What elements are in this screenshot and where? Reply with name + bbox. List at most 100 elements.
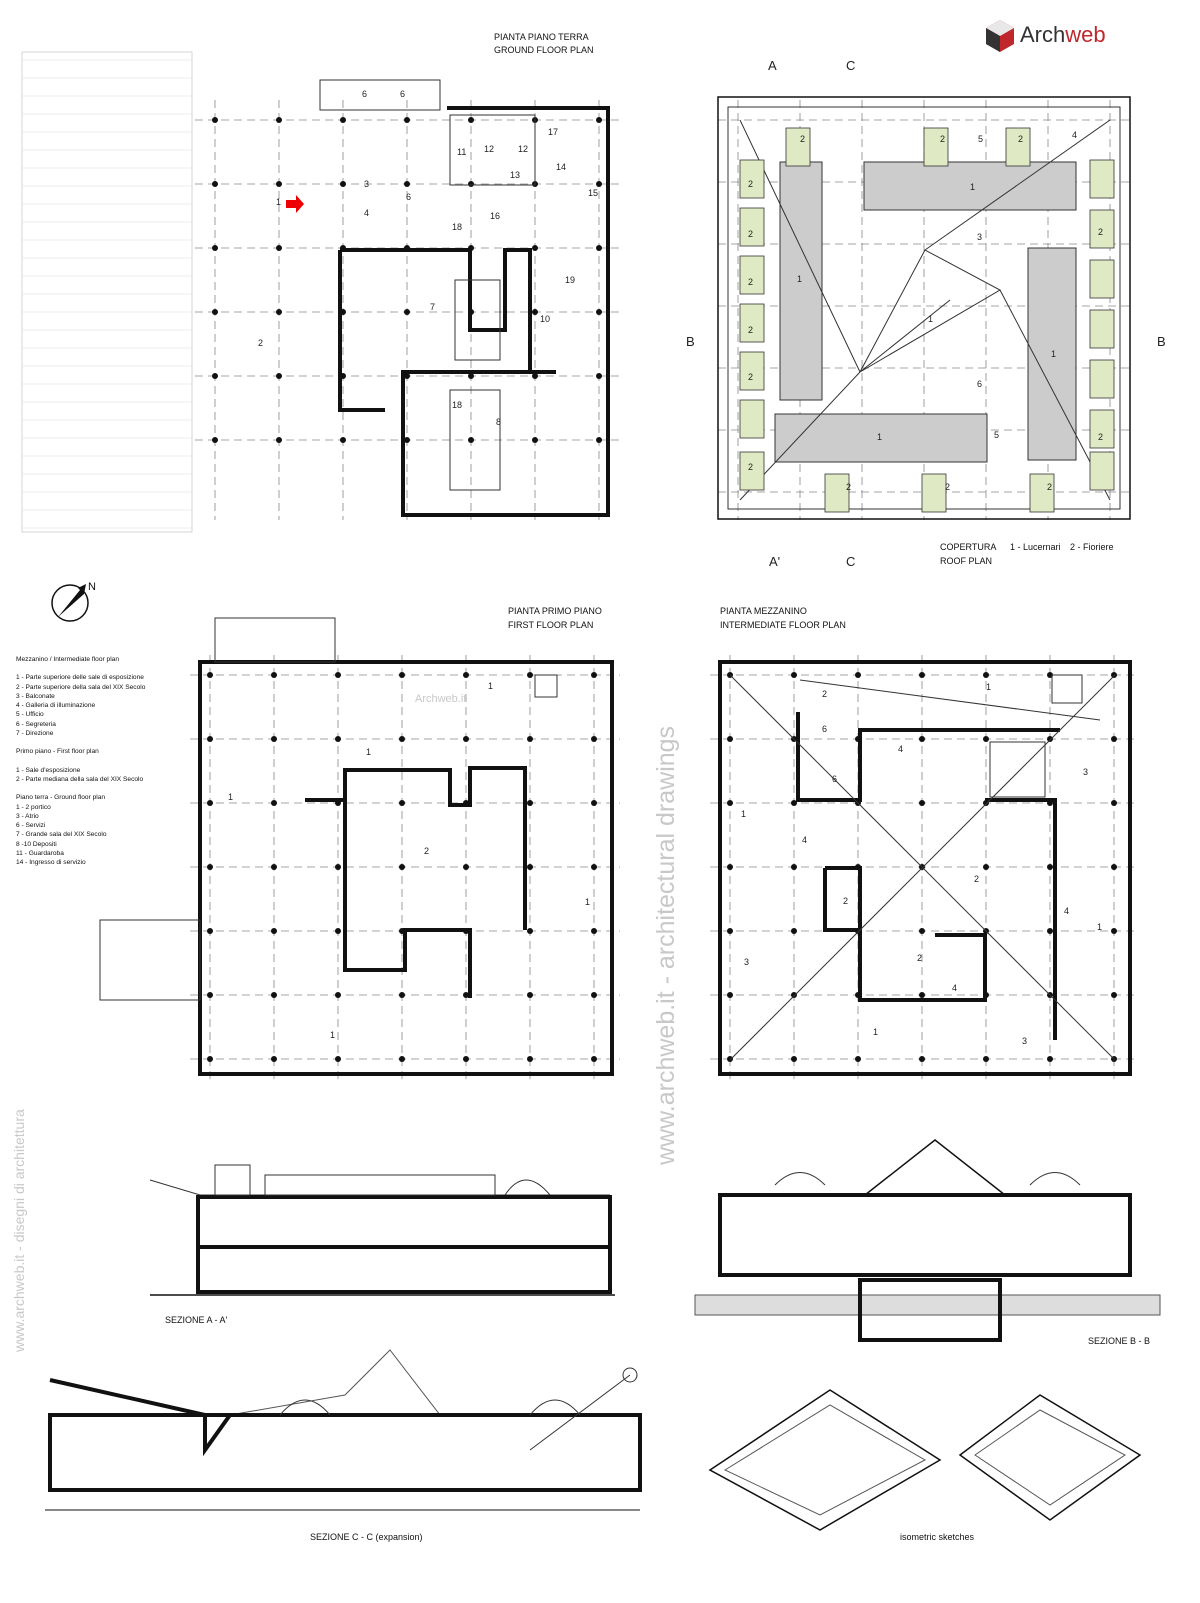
- svg-text:1: 1: [585, 897, 590, 907]
- intermediate-floor-title-it: PIANTA MEZZANINO: [720, 606, 807, 616]
- svg-text:18: 18: [452, 400, 462, 410]
- column: [591, 672, 597, 678]
- legend-item: 3 - Balconate: [16, 692, 55, 700]
- column: [791, 992, 797, 998]
- column: [335, 672, 341, 678]
- svg-text:1: 1: [928, 314, 933, 324]
- planter: [739, 451, 765, 491]
- column: [727, 928, 733, 934]
- section-aa: SEZIONE A - A': [149, 1164, 615, 1325]
- svg-text:1: 1: [330, 1030, 335, 1040]
- column: [527, 864, 533, 870]
- svg-text:8: 8: [496, 417, 501, 427]
- column: [591, 800, 597, 806]
- column: [532, 245, 538, 251]
- column: [340, 117, 346, 123]
- column: [1047, 1056, 1053, 1062]
- column: [527, 1056, 533, 1062]
- svg-text:6: 6: [400, 89, 405, 99]
- planter: [1089, 451, 1115, 491]
- svg-text:12: 12: [484, 144, 494, 154]
- column: [983, 864, 989, 870]
- svg-text:19: 19: [565, 275, 575, 285]
- svg-text:2: 2: [917, 953, 922, 963]
- roof-key-skylights: 1 - Lucernari: [1010, 542, 1061, 552]
- planter: [785, 127, 811, 167]
- column: [207, 864, 213, 870]
- svg-text:2: 2: [748, 462, 753, 472]
- legend-mezzanine-title: Mezzanino / Intermediate floor plan: [16, 656, 119, 663]
- column: [468, 373, 474, 379]
- column: [212, 373, 218, 379]
- svg-text:2: 2: [1098, 227, 1103, 237]
- legend-ground-title: Piano terra - Ground floor plan: [16, 794, 106, 802]
- svg-text:1: 1: [228, 792, 233, 802]
- column: [399, 864, 405, 870]
- planter: [1089, 409, 1115, 449]
- planter: [1089, 159, 1115, 199]
- svg-text:2: 2: [258, 338, 263, 348]
- section-aa-label: SEZIONE A - A': [165, 1315, 228, 1325]
- legend-item: 1 - Parte superiore delle sale di esposi…: [16, 674, 144, 682]
- column: [1111, 928, 1117, 934]
- column: [399, 672, 405, 678]
- planter: [1089, 259, 1115, 299]
- roof-key-planters: 2 - Fioriere: [1070, 542, 1114, 552]
- column: [727, 992, 733, 998]
- svg-text:12: 12: [518, 144, 528, 154]
- column: [207, 736, 213, 742]
- column: [527, 736, 533, 742]
- ground-floor-title-it: PIANTA PIANO TERRA: [494, 32, 589, 42]
- column: [271, 736, 277, 742]
- column: [207, 672, 213, 678]
- column: [596, 373, 602, 379]
- column: [527, 928, 533, 934]
- svg-text:15: 15: [588, 188, 598, 198]
- column: [591, 992, 597, 998]
- planter: [1089, 309, 1115, 349]
- column: [207, 800, 213, 806]
- column: [276, 181, 282, 187]
- column: [527, 672, 533, 678]
- roof-title-en: ROOF PLAN: [940, 556, 992, 566]
- svg-text:3: 3: [977, 232, 982, 242]
- column: [399, 992, 405, 998]
- column: [791, 672, 797, 678]
- logo-text-arch: Arch: [1020, 22, 1065, 47]
- column: [791, 800, 797, 806]
- svg-text:5: 5: [994, 430, 999, 440]
- column: [791, 864, 797, 870]
- svg-text:2: 2: [945, 482, 950, 492]
- section-bb-label: SEZIONE B - B: [1088, 1336, 1150, 1346]
- column: [335, 864, 341, 870]
- svg-text:2: 2: [748, 229, 753, 239]
- intermediate-floor-title-en: INTERMEDIATE FLOOR PLAN: [720, 620, 846, 630]
- legend-item: 2 - Parte mediana della sala del XIX Sec…: [16, 775, 144, 783]
- column: [527, 800, 533, 806]
- svg-text:5: 5: [978, 134, 983, 144]
- svg-text:3: 3: [744, 957, 749, 967]
- logo-text-web: web: [1064, 22, 1105, 47]
- svg-text:1: 1: [877, 432, 882, 442]
- column: [1047, 736, 1053, 742]
- column: [276, 437, 282, 443]
- svg-text:N: N: [88, 581, 96, 593]
- planter: [921, 473, 947, 513]
- structural-grid: [190, 655, 620, 1080]
- column: [276, 117, 282, 123]
- svg-text:4: 4: [364, 208, 369, 218]
- svg-text:2: 2: [822, 689, 827, 699]
- legend-first-title: Primo piano - First floor plan: [16, 748, 99, 756]
- svg-text:6: 6: [406, 192, 411, 202]
- column: [212, 245, 218, 251]
- column: [596, 437, 602, 443]
- entrance-arrow-icon: [286, 195, 304, 213]
- planter: [1089, 359, 1115, 399]
- archweb-logo[interactable]: Archweb: [986, 20, 1106, 52]
- svg-text:4: 4: [802, 835, 807, 845]
- column: [855, 1056, 861, 1062]
- svg-text:2: 2: [748, 325, 753, 335]
